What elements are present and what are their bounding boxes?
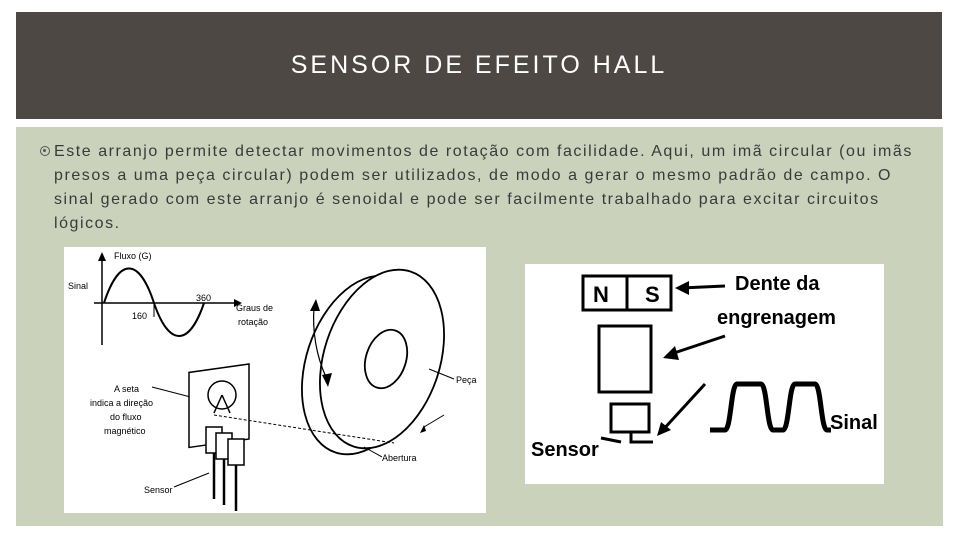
tooth-arrow-icon (675, 281, 689, 295)
value-160-label: 160 (132, 311, 147, 321)
arrow-label-line2: indica a direção (90, 398, 153, 408)
square-wave-signal (710, 381, 831, 433)
slide-title: SENSOR DE EFEITO HALL (290, 51, 668, 79)
signal-label: Sinal (830, 412, 878, 434)
sensor-label: Sensor (531, 439, 599, 461)
axis-line (213, 414, 395, 444)
gear-sensor-diagram: N S Dente da engrenagem Sinal Sensor (531, 273, 878, 461)
y-axis-arrow-icon (98, 252, 106, 261)
gear-tooth-sensor-figure: N S Dente da engrenagem Sinal Sensor (525, 264, 884, 484)
north-pole-label: N (593, 282, 609, 307)
sensor-lead (629, 432, 653, 444)
sensor-label: Sensor (144, 485, 173, 495)
signal-arrow-icon (657, 422, 671, 436)
hall-sensor-device (188, 363, 250, 511)
tooth-label-line1: Dente da (735, 273, 820, 295)
sensor-element (609, 402, 651, 434)
arrow-label-line4: magnético (104, 426, 146, 436)
bullet-paragraph: Este arranjo permite detectar movimentos… (40, 140, 934, 236)
title-bar: SENSOR DE EFEITO HALL (16, 12, 942, 119)
tooth-label-line2: engrenagem (717, 307, 836, 329)
rotating-disc (301, 268, 445, 456)
opening-label: Abertura (382, 453, 417, 463)
sensor-label-pointer (173, 472, 210, 488)
piece-label: Peça (456, 375, 477, 385)
south-pole-label: S (645, 282, 660, 307)
rotation-arrow-down-icon (322, 373, 332, 387)
sensor-pointer (600, 436, 622, 444)
rotation-diagram: Fluxo (G) Sinal 360 160 Graus de rotação… (68, 251, 477, 511)
degrees-label-line1: Graus de (236, 303, 273, 313)
opening-arrow-icon (420, 425, 426, 433)
gear-arrow-icon (663, 346, 679, 360)
rotation-arc (313, 306, 327, 378)
rotation-arrow-up-icon (310, 299, 320, 311)
degrees-label-line2: rotação (238, 317, 268, 327)
arrow-label-line1: A seta (114, 384, 139, 394)
gear-tooth-block (597, 324, 653, 394)
arrow-label-line3: do fluxo (110, 412, 142, 422)
bullet-text: Este arranjo permite detectar movimentos… (54, 143, 913, 232)
signal-label: Sinal (68, 281, 88, 291)
x-axis-arrow-icon (234, 299, 242, 307)
angle-360-label: 360 (196, 293, 211, 303)
bullet-circle-icon (40, 146, 50, 156)
hall-sensor-rotation-figure: Fluxo (G) Sinal 360 160 Graus de rotação… (64, 247, 486, 513)
flux-label: Fluxo (G) (114, 251, 152, 261)
